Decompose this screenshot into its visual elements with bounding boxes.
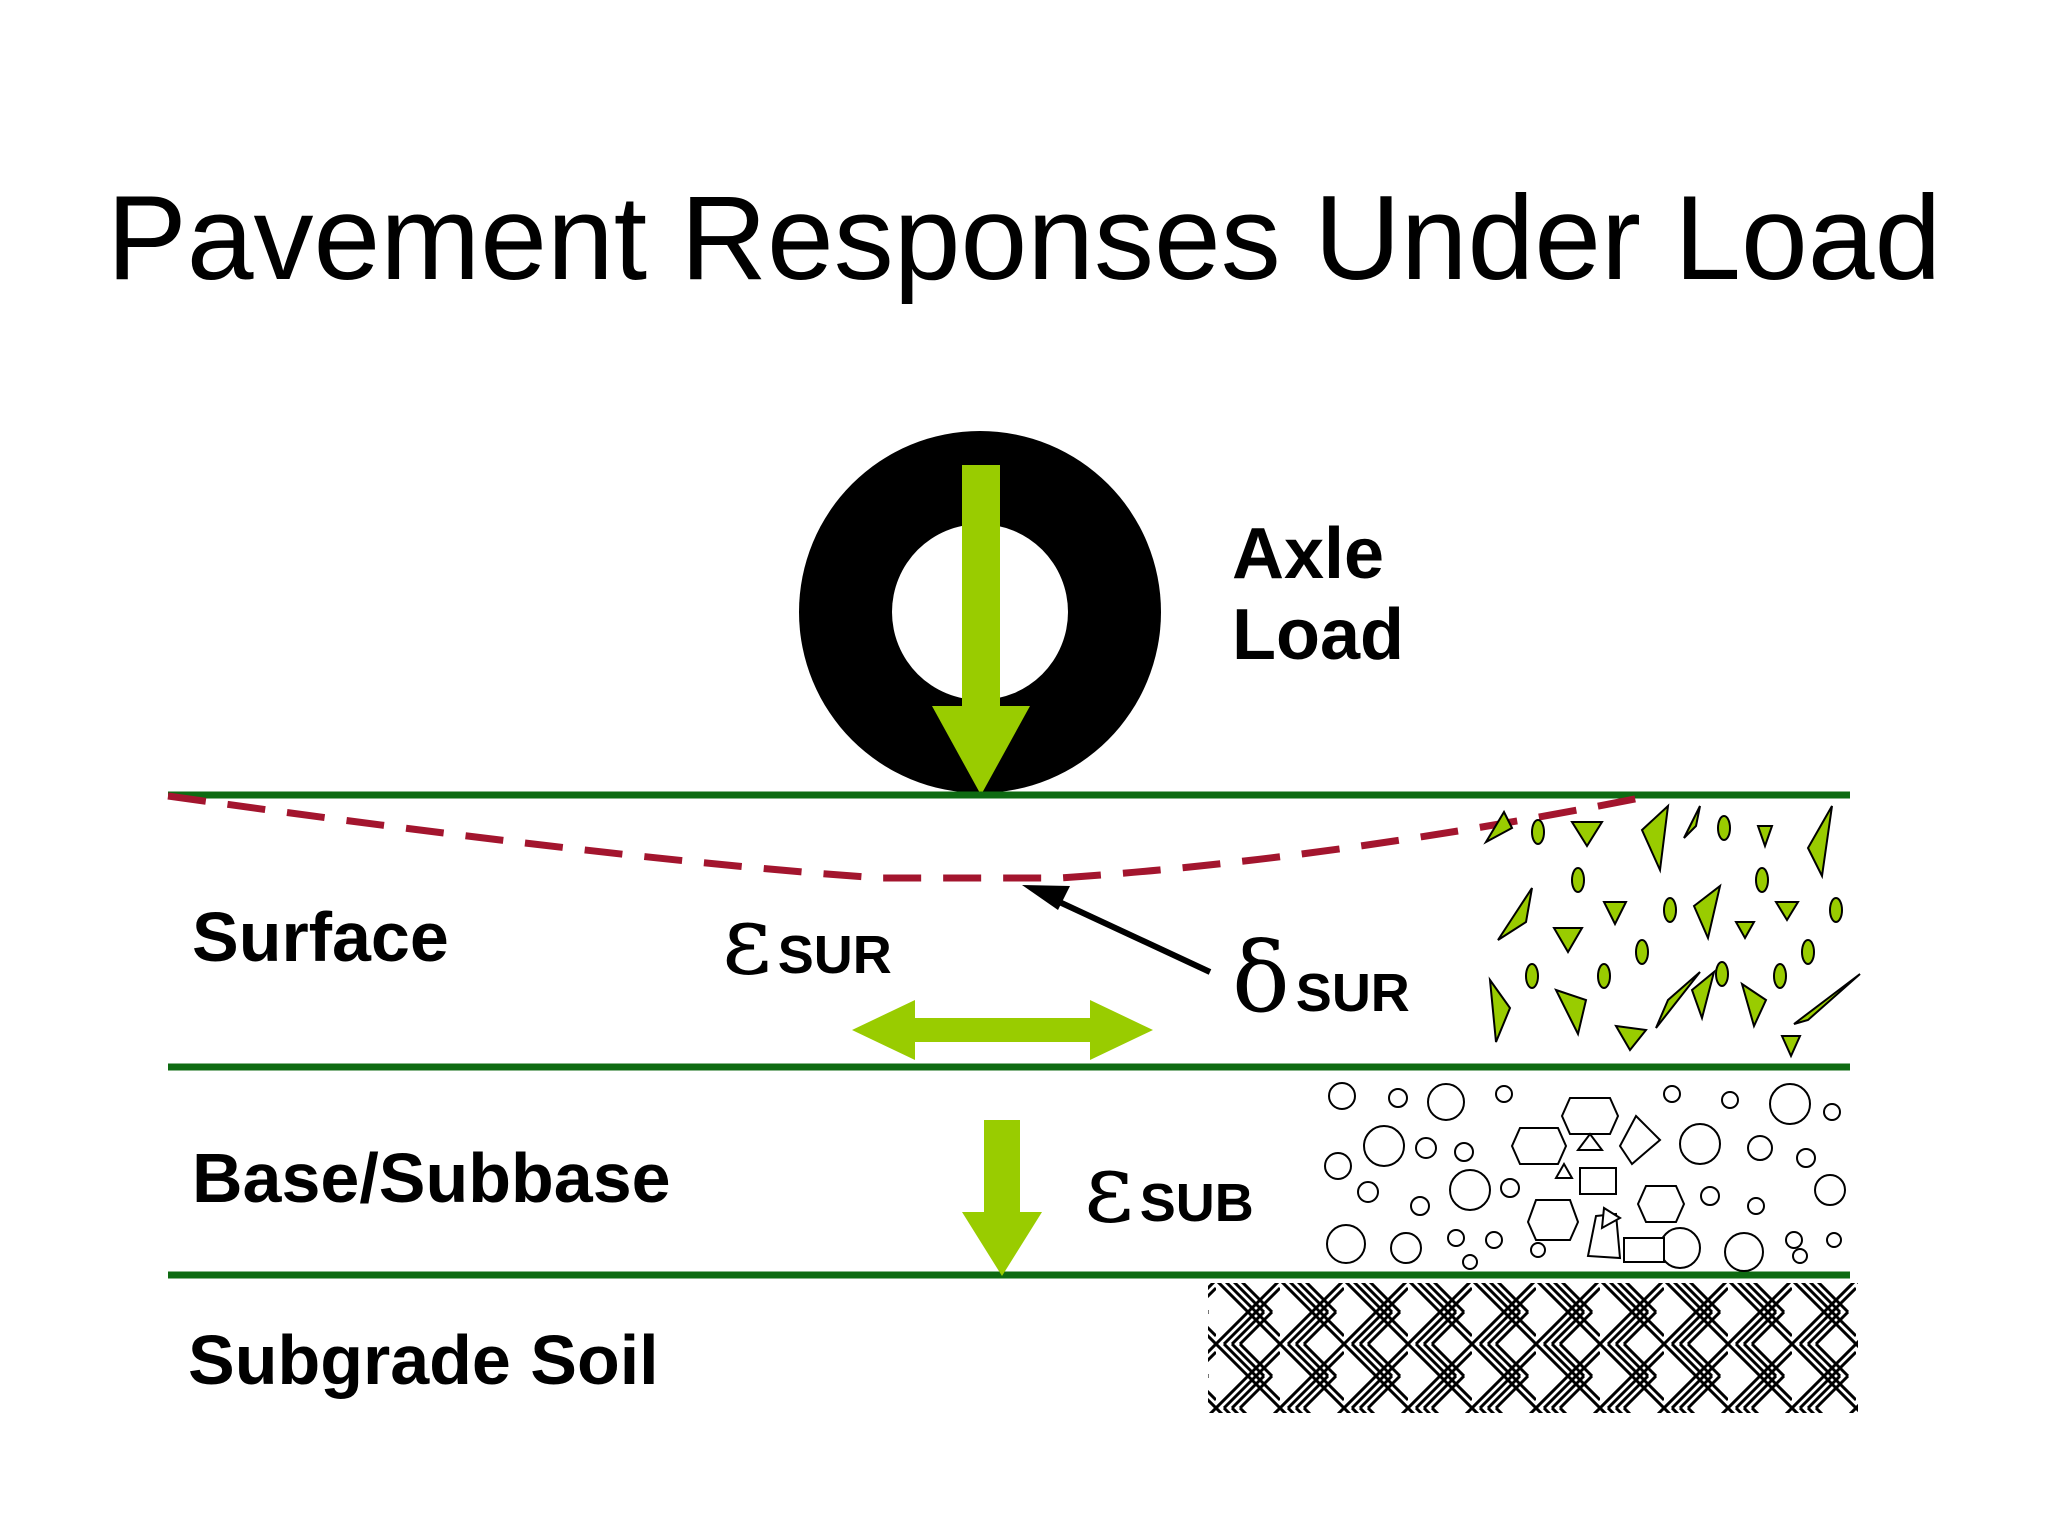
- symbol-strain-subgrade-greek: ε: [1084, 1132, 1134, 1244]
- symbol-strain-subgrade-sub: SUB: [1139, 1173, 1254, 1233]
- axle-load-label-line2: Load: [1232, 594, 1404, 675]
- symbol-deflection-surface-sub: SUR: [1295, 963, 1410, 1023]
- symbol-strain-surface-greek: ε: [722, 884, 772, 996]
- symbol-strain-surface-sub: SUR: [777, 925, 892, 985]
- layer-label-base: Base/Subbase: [192, 1139, 671, 1217]
- deflection-pointer-arrow: [1022, 885, 1212, 975]
- surface-strain-arrow: [852, 1000, 1153, 1060]
- axle-load-arrow: [932, 465, 1030, 795]
- deflection-basin-curve: [167, 792, 1651, 882]
- symbol-deflection-surface-greek: δ: [1232, 922, 1290, 1034]
- base-aggregate-texture: [1324, 1082, 1846, 1272]
- axle-load-label: Axle Load: [1232, 514, 1404, 675]
- axle-load-label-line1: Axle: [1232, 514, 1385, 594]
- layer-label-surface: Surface: [192, 898, 449, 976]
- page-title: Pavement Responses Under Load: [106, 171, 1942, 305]
- subgrade-hatch-texture: [1208, 1283, 1858, 1413]
- subgrade-strain-arrow: [962, 1120, 1042, 1276]
- surface-aggregate-texture: [1483, 803, 1861, 1059]
- layer-label-subgrade: Subgrade Soil: [188, 1321, 659, 1399]
